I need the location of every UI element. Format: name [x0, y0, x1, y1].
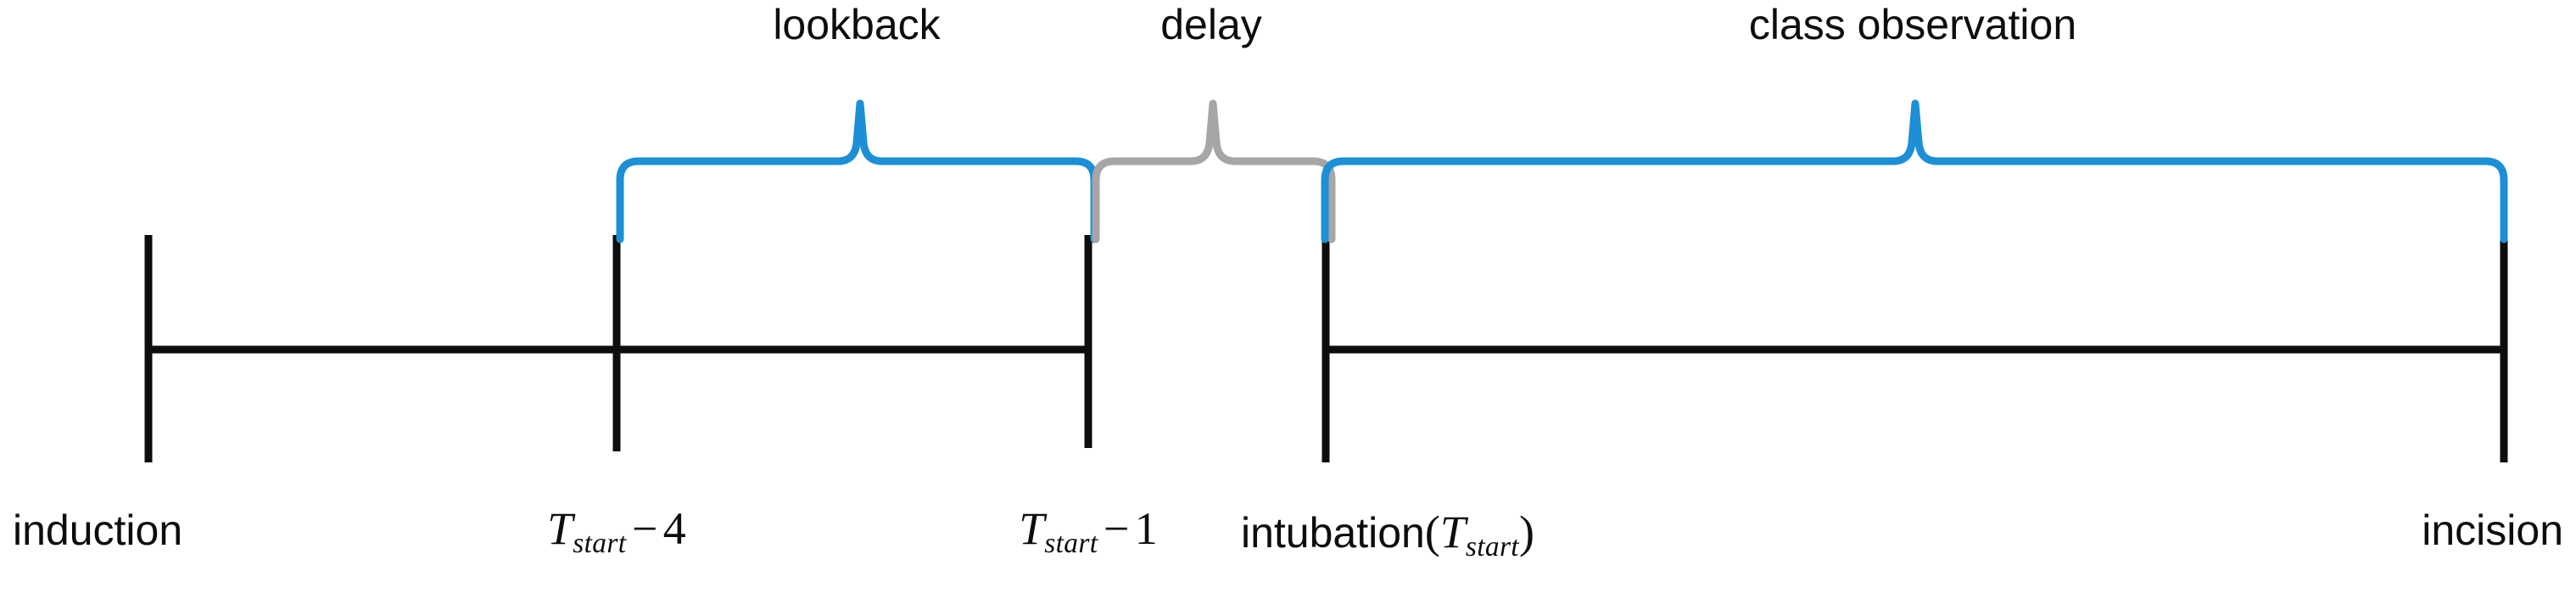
math-symbol: T — [1439, 507, 1466, 557]
math-open-paren: ( — [1424, 507, 1440, 557]
math-subscript: start — [1044, 528, 1098, 560]
math-expression-tstart: (Tstart) — [1424, 507, 1534, 561]
event-label-tstart-minus-1: Tstart−1 — [1019, 506, 1158, 558]
event-label-intubation-text: intubation — [1241, 509, 1425, 557]
math-expression-tstart-minus-4: Tstart−4 — [547, 503, 686, 557]
math-operator: − — [1103, 503, 1130, 554]
brace-label-lookback: lookback — [773, 1, 941, 48]
math-expression-tstart-minus-1: Tstart−1 — [1019, 503, 1158, 557]
brace-delay-path — [1092, 99, 1336, 244]
brace-lookback-path — [616, 99, 1098, 244]
event-label-intubation: intubation(Tstart) — [1241, 509, 1534, 562]
brace-lookback — [616, 99, 1098, 244]
event-label-incision: incision — [2422, 507, 2563, 554]
brace-label-class-observation: class observation — [1748, 1, 2077, 48]
event-label-induction: induction — [13, 507, 183, 554]
math-subscript: start — [573, 528, 627, 560]
math-operator: − — [631, 503, 658, 554]
math-subscript: start — [1465, 531, 1519, 563]
brace-label-delay: delay — [1160, 1, 1262, 48]
math-operand: 1 — [1134, 503, 1158, 554]
event-label-tstart-minus-4: Tstart−4 — [547, 506, 686, 558]
timeline-tick-group — [144, 235, 2508, 462]
brace-delay — [1092, 99, 1336, 244]
math-symbol: T — [547, 503, 573, 554]
math-symbol: T — [1019, 503, 1045, 554]
brace-class-observation — [1321, 99, 2508, 244]
math-close-paren: ) — [1518, 507, 1534, 557]
brace-class-observation-path — [1321, 99, 2508, 244]
math-operand: 4 — [662, 503, 686, 554]
